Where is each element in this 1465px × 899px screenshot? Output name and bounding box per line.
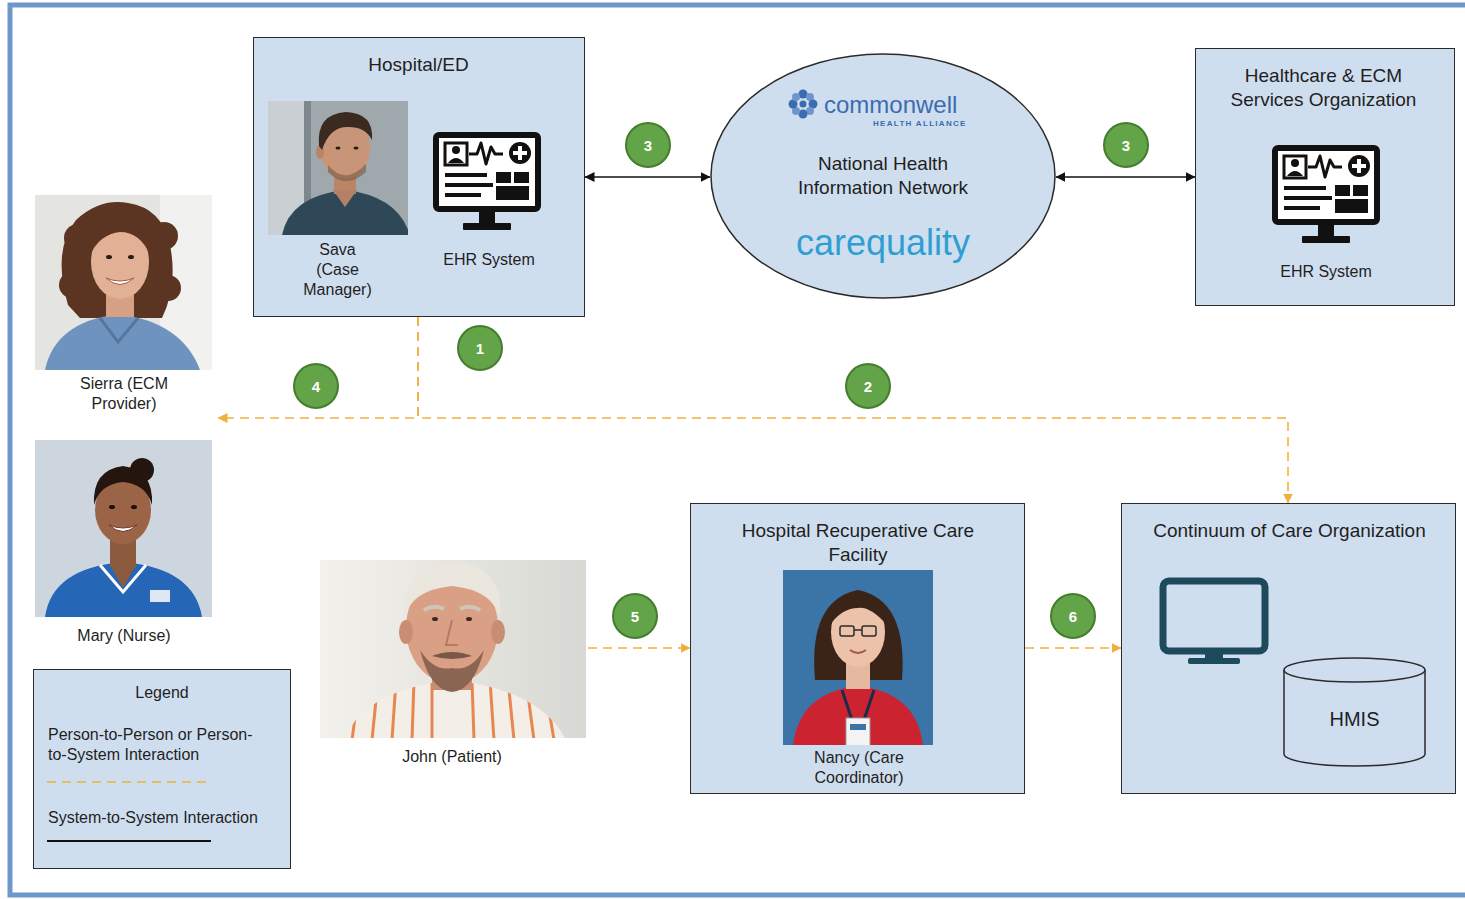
commonwell-logo-mark <box>789 90 818 119</box>
text-slot: HEALTH ALLIANCE <box>873 119 983 129</box>
care-coordinator-portrait <box>783 570 933 745</box>
text-slot: Hospital/ED <box>254 53 583 77</box>
person-card: Sava (Case Manager) <box>263 100 413 305</box>
text-slot: John (Patient) <box>316 747 588 767</box>
text-slot: Sierra (ECM Provider) <box>59 374 189 414</box>
text-slot: Legend <box>112 683 212 703</box>
callout-badge: 1 <box>457 325 503 371</box>
text-slot: Hospital Recuperative Care Facility <box>718 519 998 567</box>
callout-badge: 5 <box>612 593 658 639</box>
callout-number: 5 <box>631 609 639 624</box>
text-slot: Mary (Nurse) <box>30 626 218 646</box>
person-caption: John (Patient) <box>316 747 588 767</box>
callout-number: 4 <box>312 379 320 394</box>
network-text: carequality <box>763 220 1003 265</box>
ecm-provider-portrait <box>35 195 212 370</box>
organization-box: Hospital/ED Sava (Case Manager) EHR System <box>253 37 585 317</box>
database-cylinder: HMIS <box>1283 657 1426 767</box>
legend-entry: Person-to-Person or Person-to-System Int… <box>48 725 264 765</box>
facility-box: Hospital Recuperative Care FacilityNancy… <box>690 503 1025 794</box>
person-caption: Nancy (Care Coordinator) <box>776 748 942 788</box>
legend-title: Legend <box>112 683 212 703</box>
text-slot: HMIS <box>1283 707 1426 732</box>
monitor-icon <box>1163 581 1265 664</box>
legend-entry: System-to-System Interaction <box>48 808 264 828</box>
network-text: National Health Information Network <box>783 152 983 200</box>
callout-number: 3 <box>644 138 652 153</box>
text-slot: carequality <box>763 220 1003 265</box>
text-slot: National Health Information Network <box>783 152 983 200</box>
system-caption: EHR System <box>1266 262 1386 282</box>
ehr-monitor-icon <box>436 135 538 230</box>
cylinder-body <box>1284 658 1425 766</box>
ehr-monitor-icon <box>1275 148 1377 243</box>
person-card: John (Patient) <box>316 555 588 770</box>
callout-badge: 2 <box>845 363 891 409</box>
ellipse-outline <box>711 54 1055 298</box>
callout-badge: 4 <box>293 363 339 409</box>
network-ellipse: commonwellHEALTH ALLIANCE National Health… <box>710 53 1056 299</box>
system-connector <box>585 176 710 178</box>
text-slot: Continuum of Care Organization <box>1137 519 1442 543</box>
callout-number: 6 <box>1069 609 1077 624</box>
organization-box: Healthcare & ECM Services OrganizationEH… <box>1195 48 1455 306</box>
patient-portrait <box>320 560 586 738</box>
text-slot: EHR System <box>429 250 549 270</box>
callout-number: 1 <box>476 341 484 356</box>
person-caption: Mary (Nurse) <box>30 626 218 646</box>
text-slot: System-to-System Interaction <box>48 808 264 828</box>
callout-badge: 6 <box>1050 593 1096 639</box>
interaction-connector <box>418 317 1288 503</box>
database-label: HMIS <box>1283 707 1426 732</box>
network-text: HEALTH ALLIANCE <box>873 119 983 129</box>
box-title: Hospital Recuperative Care Facility <box>718 519 998 567</box>
text-slot: Sava (Case Manager) <box>300 240 375 300</box>
person-card: Sierra (ECM Provider) <box>30 190 218 422</box>
page-frame <box>10 5 1465 895</box>
callout-badge: 3 <box>625 122 671 168</box>
box-title: Continuum of Care Organization <box>1137 519 1442 543</box>
network-text: commonwell <box>824 90 984 120</box>
person-caption: Sava (Case Manager) <box>300 240 375 300</box>
person-card: Nancy (Care Coordinator) <box>776 567 942 791</box>
case-manager-portrait <box>268 101 408 235</box>
box-title: Healthcare & ECM Services Organization <box>1211 64 1436 112</box>
interaction-connector <box>588 647 690 649</box>
legend-line <box>47 840 211 842</box>
person-card: Mary (Nurse) <box>30 436 218 651</box>
callout-number: 2 <box>864 379 872 394</box>
text-slot: Nancy (Care Coordinator) <box>776 748 942 788</box>
text-slot: commonwell <box>824 90 984 120</box>
system-caption: EHR System <box>429 250 549 270</box>
system-node: EHR System <box>1266 141 1386 291</box>
legend-sample <box>47 837 213 845</box>
cylinder-rim <box>1284 670 1425 682</box>
box-title: Hospital/ED <box>254 53 583 77</box>
interaction-connector <box>218 317 418 418</box>
organization-box: Continuum of Care OrganizationHMIS <box>1121 503 1456 794</box>
person-caption: Sierra (ECM Provider) <box>59 374 189 414</box>
callout-number: 3 <box>1122 138 1130 153</box>
callout-badge: 3 <box>1103 122 1149 168</box>
interaction-connector <box>1025 647 1121 649</box>
system-node: EHR System <box>429 129 549 279</box>
legend-line <box>47 781 211 783</box>
text-slot: Healthcare & ECM Services Organization <box>1211 64 1436 112</box>
system-connector <box>1056 176 1195 178</box>
nurse-portrait <box>35 440 212 617</box>
text-slot: EHR System <box>1266 262 1386 282</box>
legend-sample <box>47 778 213 786</box>
text-slot: Person-to-Person or Person-to-System Int… <box>48 725 264 765</box>
